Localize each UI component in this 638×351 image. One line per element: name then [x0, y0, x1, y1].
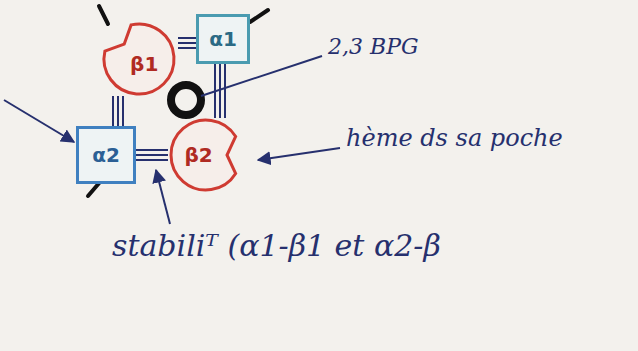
subunit-outline [171, 120, 236, 190]
leader-arrow [258, 148, 340, 160]
heme-mark [99, 6, 108, 24]
heme-mark [88, 182, 100, 196]
bond-link [113, 96, 123, 126]
subunit-outline [104, 24, 174, 94]
heme-mark [250, 10, 268, 22]
alpha-subunit: α1 [196, 14, 250, 64]
beta-subunit: β1 [100, 22, 178, 96]
bond-link [215, 64, 225, 118]
alpha-subunit: α2 [76, 126, 136, 184]
leader-arrow [156, 170, 170, 224]
molecule-label: 2,3 BPG [328, 34, 419, 59]
leader-arrow [4, 100, 74, 142]
subunit-name: α1 [209, 27, 237, 51]
bond-link [178, 38, 196, 48]
subunit-name: α2 [92, 143, 120, 167]
annotation-label: hème ds sa poche [346, 124, 563, 152]
beta-subunit: β2 [168, 118, 244, 192]
subunit-name: β1 [130, 52, 158, 76]
subunit-name: β2 [184, 143, 212, 167]
bond-link [136, 150, 168, 160]
annotation-label: stabiliᵀ (α1-β1 et α2-β [112, 228, 441, 263]
bpg-ring [171, 85, 201, 115]
